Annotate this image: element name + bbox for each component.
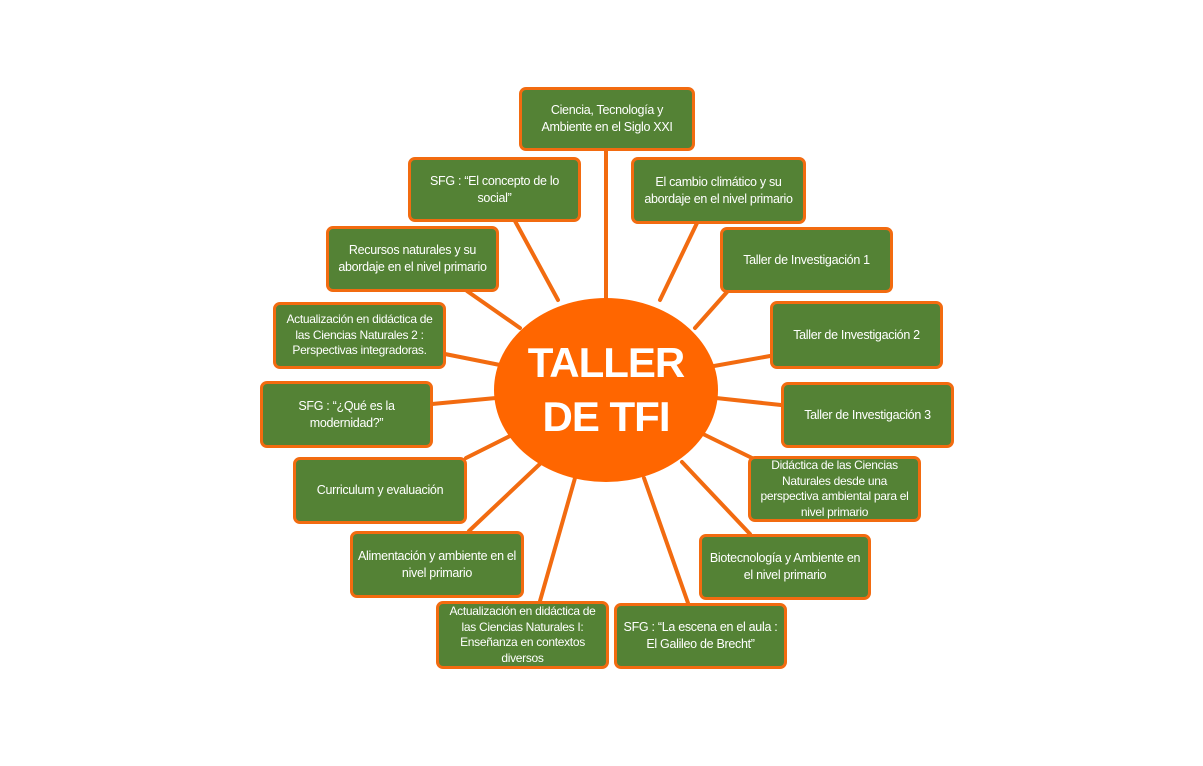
node-label: Curriculum y evaluación (316, 483, 444, 497)
node-label: Recursos naturales y su abordaje en el n… (338, 243, 487, 274)
center-ellipse (494, 298, 718, 482)
connector (465, 289, 522, 330)
connector (467, 460, 544, 533)
connector (513, 219, 560, 302)
node-actualizacion-1: Actualización en didáctica de las Cienci… (436, 601, 609, 669)
node-sfg-social: SFG : “El concepto de lo social” (408, 157, 581, 222)
node-recursos-naturales: Recursos naturales y su abordaje en el n… (326, 226, 499, 292)
connector (538, 476, 577, 603)
node-cambio-climatico: El cambio climático y su abordaje en el … (631, 157, 806, 224)
node-label: El cambio climático y su abordaje en el … (644, 174, 793, 206)
node-label: SFG : “La escena en el aula : El Galileo… (623, 620, 778, 651)
node-label: Taller de Investigación 3 (804, 407, 931, 422)
node-taller-investigacion-2: Taller de Investigación 2 (770, 301, 943, 369)
node-sfg-galileo: SFG : “La escena en el aula : El Galileo… (614, 603, 787, 669)
center-title-line1: TALLER (527, 339, 686, 386)
connector (712, 354, 772, 368)
node-curriculum: Curriculum y evaluación (293, 457, 467, 524)
connector (680, 460, 752, 536)
connector (658, 221, 699, 302)
node-alimentacion: Alimentación y ambiente en el nivel prim… (350, 531, 524, 598)
node-label: Taller de Investigación 2 (793, 327, 920, 342)
node-label: Taller de Investigación 1 (743, 252, 870, 267)
node-label: Actualización en didáctica de las Cienci… (449, 604, 596, 665)
node-label: SFG : “¿Qué es la modernidad?” (298, 398, 395, 430)
center-title: TALLER DE TFI (494, 298, 718, 482)
node-label: Actualización en didáctica de las Cienci… (286, 312, 433, 358)
connector (430, 396, 498, 406)
connector (701, 432, 754, 460)
node-ciencia-tecnologia: Ciencia, Tecnología y Ambiente en el Sig… (519, 87, 695, 151)
node-label: Ciencia, Tecnología y Ambiente en el Sig… (541, 103, 673, 134)
node-label: Didáctica de las Ciencias Naturales desd… (760, 458, 909, 519)
node-taller-investigacion-3: Taller de Investigación 3 (781, 382, 954, 448)
node-sfg-modernidad: SFG : “¿Qué es la modernidad?” (260, 381, 433, 448)
node-label: SFG : “El concepto de lo social” (430, 173, 559, 205)
connector (642, 476, 690, 605)
center-title-line2: DE TFI (542, 393, 671, 440)
connector (714, 396, 783, 407)
connector (464, 434, 512, 460)
node-taller-investigacion-1: Taller de Investigación 1 (720, 227, 893, 293)
node-didactica-ambiental: Didáctica de las Ciencias Naturales desd… (748, 456, 921, 522)
connector (693, 290, 729, 330)
node-biotecnologia: Biotecnología y Ambiente en el nivel pri… (699, 534, 871, 600)
connector (443, 352, 502, 367)
node-label: Biotecnología y Ambiente en el nivel pri… (709, 551, 861, 582)
node-label: Alimentación y ambiente en el nivel prim… (357, 548, 517, 580)
node-actualizacion-2: Actualización en didáctica de las Cienci… (273, 302, 446, 369)
